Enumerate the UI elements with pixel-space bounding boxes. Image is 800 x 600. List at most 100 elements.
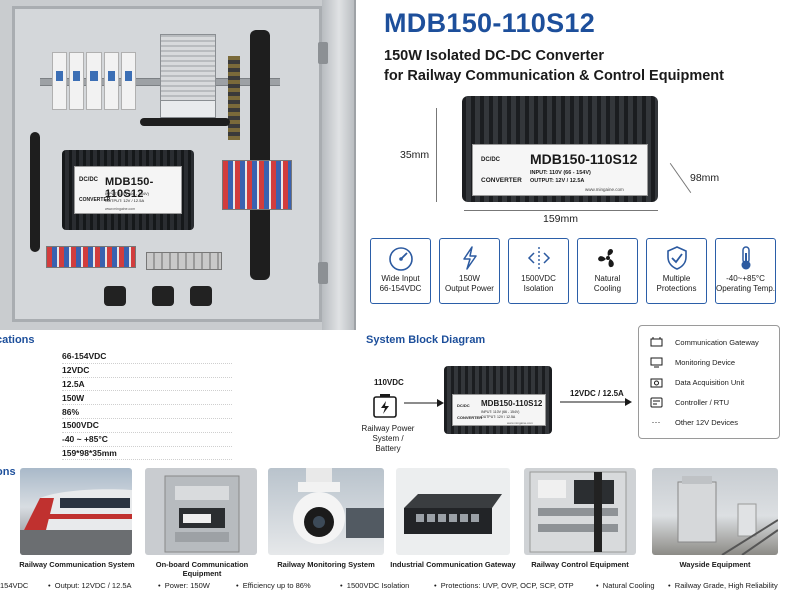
monitor-icon: [649, 356, 663, 368]
spec-value: 12.5A: [62, 378, 232, 392]
bottom-bar-item: • Efficiency up to 86%: [236, 581, 311, 590]
spec-value: 150W: [62, 391, 232, 406]
application-photo-control: [524, 468, 636, 555]
hinge-bottom: [318, 262, 328, 284]
diagram-label-output: OUTPUT: 12V / 12.5A: [481, 415, 516, 419]
diagram-label-dc: DC/DC: [457, 403, 470, 408]
cabinet-label-converter: CONVERTER: [79, 197, 111, 203]
height-dimension-line: [436, 108, 437, 202]
application-caption: Railway Control Equipment: [531, 560, 629, 569]
cable-gland-1: [104, 286, 126, 306]
diagram-label-website: www.mingaine.com: [507, 421, 533, 425]
output-label: 12VDC / 12.5A: [570, 389, 624, 398]
bottom-bar-item: • Natural Cooling: [596, 581, 655, 590]
battery-icon: [373, 394, 397, 418]
output-device: Controller / RTU: [649, 395, 729, 409]
cabinet-converter-label: DC/DC CONVERTER MDB150-110S12 INPUT: 110…: [74, 166, 182, 214]
cabinet-label-website: www.mingaine.com: [105, 207, 136, 211]
application-photo-onboard: [145, 468, 257, 555]
gateway-icon: [649, 336, 663, 348]
bottom-feature-bar: 154VDC • Output: 12VDC / 12.5A • Power: …: [0, 578, 800, 594]
cabinet-label-output: OUTPUT: 12V / 12.5A: [105, 198, 145, 203]
lightning-icon: [462, 246, 477, 270]
specifications-list: 66-154VDC 12VDC 12.5A 150W 86% 1500VDC -…: [62, 350, 232, 461]
thermometer-icon: [741, 246, 750, 270]
product-label-output: OUTPUT: 12V / 12.5A: [530, 178, 585, 184]
application-caption: Industrial Communication Gateway: [390, 560, 516, 569]
depth-dimension-line: [669, 162, 692, 194]
shield-check-icon: [666, 246, 687, 270]
diagram-converter-label: DC/DC CONVERTER MDB150-110S12 INPUT: 110…: [452, 394, 546, 426]
product-label: DC/DC CONVERTER MDB150-110S12 INPUT: 110…: [472, 144, 648, 196]
cabinet-photo: DC/DC CONVERTER MDB150-110S12 INPUT: 110…: [0, 0, 356, 330]
product-label-dc: DC/DC: [481, 157, 500, 163]
cabinet-label-input: INPUT: 110V (66 - 154V): [105, 191, 149, 196]
bottom-bar-item: 154VDC: [0, 581, 29, 590]
subtitle-line-2: for Railway Communication & Control Equi…: [384, 68, 724, 84]
cable-bundle-left: [30, 132, 40, 252]
more-icon: ···: [651, 417, 661, 427]
output-device: ··· Other 12V Devices: [649, 415, 738, 429]
gauge-icon: [388, 247, 413, 271]
product-label-website: www.mingaine.com: [585, 187, 624, 192]
application-photo-train: [20, 468, 132, 555]
controller-icon: [649, 396, 663, 408]
product-label-input: INPUT: 110V (66 - 154V): [530, 170, 591, 176]
block-diagram-heading: System Block Diagram: [366, 334, 486, 346]
page-subtitle: 150W Isolated DC-DC Converter for Railwa…: [384, 46, 724, 86]
output-device: Data Acquisition Unit: [649, 375, 744, 389]
terminal-column: [228, 56, 240, 140]
spec-value: 66-154VDC: [62, 350, 232, 364]
subtitle-line-1: 150W Isolated DC-DC Converter: [384, 48, 604, 64]
bottom-bar-item: • Power: 150W: [158, 581, 210, 590]
circuit-breakers: [52, 52, 137, 110]
terminal-row-middle: [146, 252, 222, 270]
bottom-bar-item: • Output: 12VDC / 12.5A: [48, 581, 132, 590]
product-label-converter: CONVERTER: [481, 177, 522, 184]
height-dimension: 35mm: [400, 149, 430, 161]
cable-gland-2: [152, 286, 174, 306]
application-caption: On-board Communication Equipment: [155, 560, 249, 578]
length-dimension: 159mm: [543, 213, 579, 225]
terminal-block-right: [222, 160, 292, 210]
application-photo-wayside: [652, 468, 778, 555]
application-caption: Railway Communication System: [19, 560, 135, 569]
bottom-bar-item: • 1500VDC Isolation: [340, 581, 410, 590]
application-photo-gateway: [396, 468, 510, 555]
spec-value: 86%: [62, 405, 232, 419]
length-dimension-line: [464, 210, 658, 211]
diagram-label-model: MDB150-110S12: [481, 399, 543, 408]
product-label-model: MDB150-110S12: [530, 151, 638, 167]
cable-horizontal: [140, 118, 230, 126]
terminal-row-left: [46, 246, 136, 268]
spec-value: 12VDC: [62, 364, 232, 378]
camera-icon: [649, 376, 663, 388]
application-caption: Wayside Equipment: [679, 560, 751, 569]
cabinet-label-dc: DC/DC: [79, 177, 98, 183]
output-devices-box: Communication Gateway Monitoring Device …: [638, 325, 780, 439]
bottom-bar-item: • Railway Grade, High Reliability: [668, 581, 778, 590]
applications-heading: ons: [0, 466, 16, 478]
diagram-label-converter: CONVERTER: [457, 415, 483, 420]
spec-value: 1500VDC: [62, 419, 232, 433]
depth-dimension: 98mm: [690, 172, 720, 184]
isolation-icon: [527, 247, 550, 269]
input-voltage: 110VDC: [374, 378, 404, 387]
bottom-bar-item: • Protections: UVP, OVP, OCP, SCP, OTP: [434, 581, 574, 590]
page-title: MDB150-110S12: [384, 8, 596, 38]
application-photo-monitoring: [268, 468, 384, 555]
